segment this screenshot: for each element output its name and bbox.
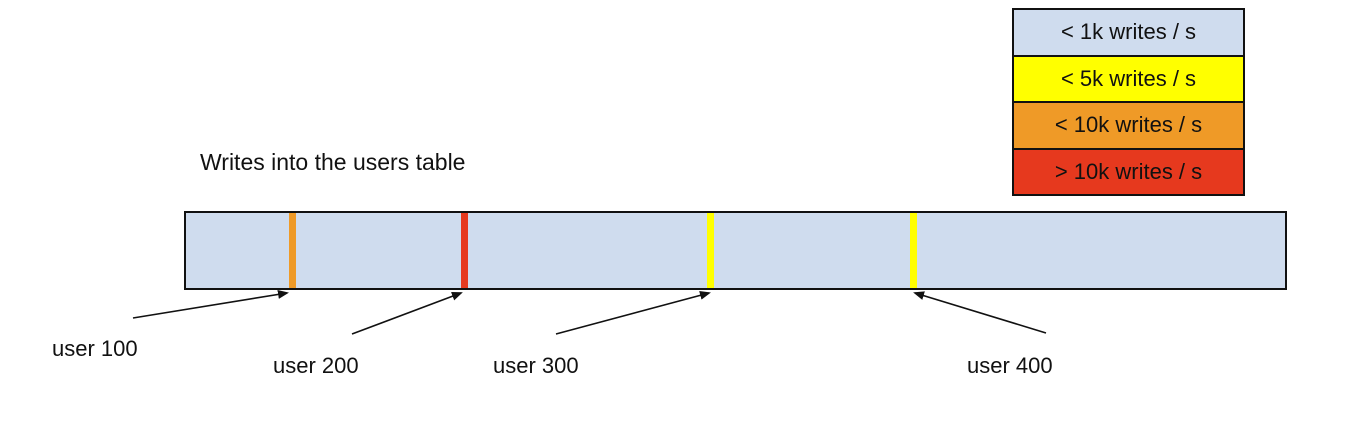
user-label: user 200 (273, 353, 359, 378)
legend-item: > 10k writes / s (1014, 149, 1243, 194)
marker-arrow (351, 291, 463, 335)
write-hotspot-stripe (289, 213, 296, 288)
write-hotspot-stripe (707, 213, 714, 288)
user-label: user 100 (52, 336, 138, 361)
users-table-bar (184, 211, 1287, 290)
legend-item-label: < 10k writes / s (1054, 112, 1203, 138)
marker-arrow (555, 290, 711, 335)
legend: < 1k writes / s < 5k writes / s < 10k writ… (1012, 8, 1245, 196)
legend-item: < 5k writes / s (1014, 56, 1243, 103)
legend-item: < 10k writes / s (1014, 103, 1243, 150)
legend-item: < 1k writes / s (1014, 10, 1243, 57)
marker-arrow (132, 290, 289, 319)
diagram-title: Writes into the users table (200, 149, 466, 175)
legend-item-label: > 10k writes / s (1054, 158, 1203, 184)
user-label: user 400 (967, 353, 1053, 378)
write-hotspot-stripe (910, 213, 917, 288)
marker-arrow (913, 291, 1047, 334)
legend-item-label: < 1k writes / s (1060, 19, 1197, 45)
legend-item-label: < 5k writes / s (1060, 65, 1197, 91)
write-hotspot-stripe (461, 213, 468, 288)
user-label: user 300 (493, 353, 579, 378)
